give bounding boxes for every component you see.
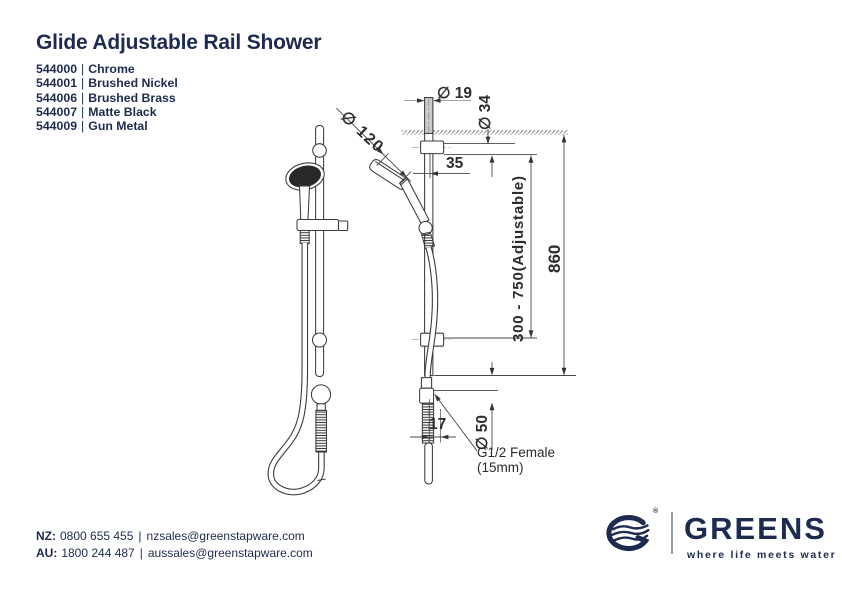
- greens-logo-icon: [606, 515, 650, 551]
- wall-elbow-side: [420, 377, 433, 389]
- dim-adjustable-range: 300 - 750(Adjustable): [510, 175, 527, 342]
- wall-section: [402, 130, 568, 135]
- product-code: 544006: [36, 90, 78, 105]
- separator: |: [81, 104, 85, 119]
- greens-logo: ® GREENS where life meets water: [600, 505, 835, 567]
- shower-head-front: [285, 162, 325, 191]
- elbow-flange: [419, 387, 435, 404]
- side-view-drawing: [369, 96, 568, 486]
- hose-ribbed-lower: [315, 409, 328, 453]
- contact-info: NZ:0800 655 455|nzsales@greenstapware.co…: [36, 528, 313, 561]
- rail-knob-bottom: [311, 332, 328, 348]
- au-label: AU:: [36, 545, 58, 560]
- product-code: 544007: [36, 104, 78, 119]
- slider-knob: [337, 220, 349, 232]
- product-finish: Matte Black: [88, 104, 157, 119]
- product-finish: Brushed Brass: [88, 90, 176, 105]
- product-finish: Chrome: [88, 62, 135, 76]
- product-finish: Gun Metal: [88, 119, 148, 134]
- product-code: 544001: [36, 76, 78, 91]
- separator: |: [139, 545, 143, 560]
- brand-name: GREENS: [684, 511, 827, 546]
- dim-bracket-offset: 35: [446, 155, 464, 172]
- contact-row-au: AU:1800 244 487 | aussales@greenstapware.c…: [36, 545, 313, 562]
- product-variant-row: 544000|Chrome: [36, 62, 178, 76]
- hose-ribbed-upper: [299, 229, 310, 245]
- dimension-lines: [336, 100, 576, 452]
- wall-elbow-front: [310, 384, 332, 405]
- handle-arm-side: [399, 176, 430, 226]
- inlet-note: G1/2 Female (15mm): [477, 445, 555, 475]
- logo-divider: [671, 512, 673, 554]
- au-email: aussales@greenstapware.com: [147, 545, 313, 560]
- separator: |: [138, 529, 142, 543]
- inlet-note-line1: G1/2 Female: [477, 445, 556, 460]
- front-view-drawing: [267, 124, 349, 496]
- nz-email: nzsales@greenstapware.com: [146, 529, 305, 543]
- dim-hose-offset: 17: [429, 416, 447, 433]
- registered-mark: ®: [653, 508, 659, 515]
- product-code: 544000: [36, 62, 78, 76]
- dim-flange-diameter: ∅ 34: [477, 94, 494, 130]
- dim-rail-diameter: ∅ 19: [437, 85, 473, 102]
- technical-drawing: [267, 96, 576, 496]
- separator: |: [81, 62, 85, 76]
- brand-tagline: where life meets water: [687, 549, 837, 561]
- rail-front: [315, 124, 325, 378]
- dim-overall-height: 860: [545, 244, 564, 273]
- separator: |: [81, 119, 85, 134]
- dimension-arrows: [376, 98, 567, 440]
- handle-front: [298, 185, 311, 221]
- rail-knob-top: [312, 143, 327, 158]
- product-code: 544009: [36, 119, 78, 134]
- inlet-note-line2: (15mm): [477, 460, 524, 476]
- product-variant-row: 544007|Matte Black: [36, 105, 178, 119]
- product-variant-row: 544001|Brushed Nickel: [36, 76, 178, 90]
- product-finish: Brushed Nickel: [88, 76, 178, 91]
- hose-tail-side: [424, 442, 433, 485]
- nz-label: NZ:: [36, 529, 56, 543]
- product-code-list: 544000|Chrome 544001|Brushed Nickel 5440…: [36, 62, 178, 133]
- separator: |: [81, 76, 85, 91]
- separator: |: [81, 90, 85, 105]
- page-title: Glide Adjustable Rail Shower: [36, 31, 322, 54]
- slider-clamp: [296, 218, 340, 232]
- nz-phone: 0800 655 455: [60, 529, 134, 543]
- product-variant-row: 544006|Brushed Brass: [36, 91, 178, 105]
- contact-row-nz: NZ: 0800 655 455 | nzsales@greenstapware.co…: [36, 528, 313, 545]
- product-variant-row: 544009|Gun Metal: [36, 119, 178, 133]
- wall-bracket-top: [420, 140, 445, 155]
- au-phone: 1800 244 487: [61, 545, 135, 560]
